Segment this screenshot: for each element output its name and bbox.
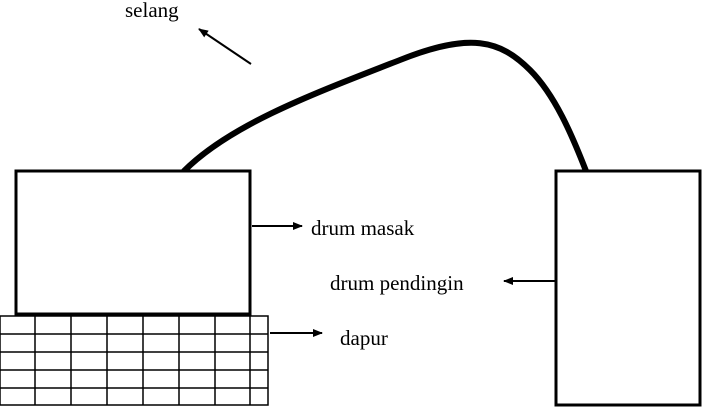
hose-pointer-arrow <box>198 28 252 65</box>
stove-grid <box>0 315 269 406</box>
hose-label: selang <box>125 0 179 22</box>
hose-curve <box>181 39 589 174</box>
cooling-drum-label: drum pendingin <box>330 271 464 295</box>
cooling-drum-box <box>554 169 702 407</box>
cooking-drum-label: drum masak <box>311 216 415 240</box>
stove-label: dapur <box>340 326 388 350</box>
cooking-drum-box <box>14 169 252 316</box>
